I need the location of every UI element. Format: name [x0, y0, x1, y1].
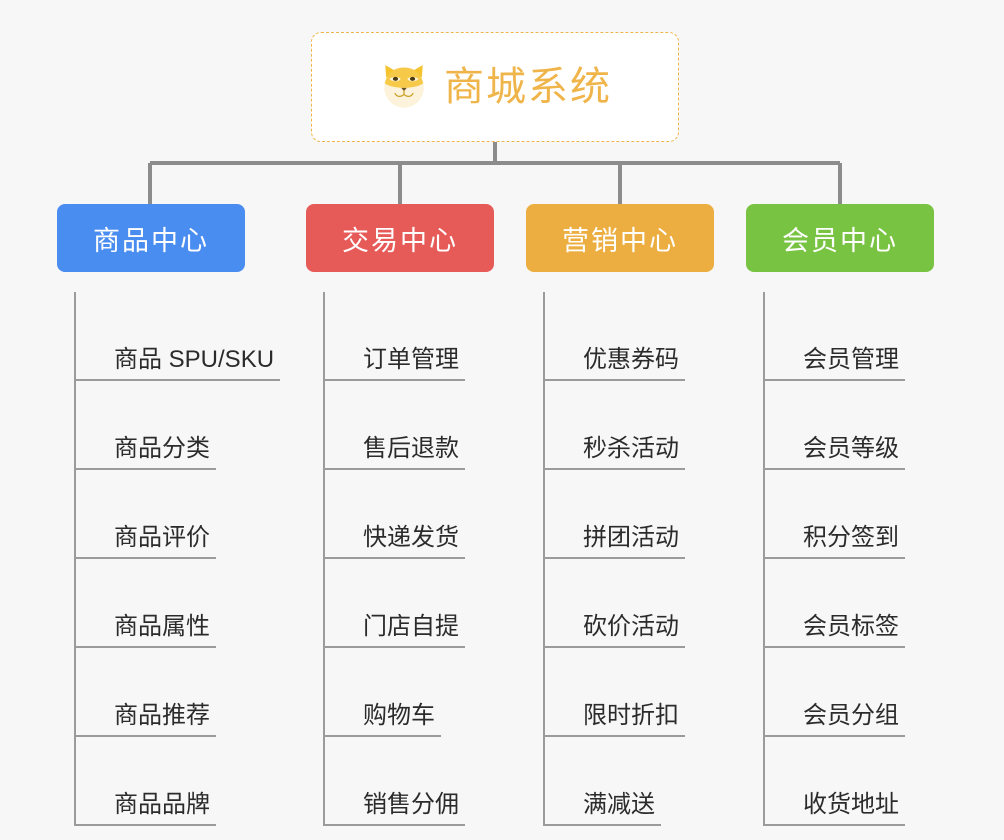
branch-header-0[interactable]: 商品中心: [57, 204, 245, 272]
branch-item-label: 收货地址: [765, 791, 905, 826]
branch-商品中心: 商品中心 商品 SPU/SKU 商品分类 商品评价 商品属性 商品推荐 商品品牌: [57, 204, 281, 826]
branch-item-label: 会员管理: [765, 346, 905, 381]
branch-item-label: 秒杀活动: [545, 435, 685, 470]
branch-item-list-3: 会员管理 会员等级 积分签到 会员标签 会员分组 收货地址: [763, 292, 934, 826]
list-item[interactable]: 购物车: [325, 648, 494, 737]
branch-header-3[interactable]: 会员中心: [746, 204, 934, 272]
list-item[interactable]: 优惠券码: [545, 292, 714, 381]
list-item[interactable]: 商品 SPU/SKU: [76, 292, 281, 381]
list-item[interactable]: 秒杀活动: [545, 381, 714, 470]
list-item[interactable]: 门店自提: [325, 559, 494, 648]
branch-营销中心: 营销中心 优惠券码 秒杀活动 拼团活动 砍价活动 限时折扣 满减送: [526, 204, 714, 826]
list-item[interactable]: 销售分佣: [325, 737, 494, 826]
branch-item-label: 商品 SPU/SKU: [76, 346, 281, 381]
branch-header-1[interactable]: 交易中心: [306, 204, 494, 272]
branch-item-label: 限时折扣: [545, 702, 685, 737]
list-item[interactable]: 商品推荐: [76, 648, 245, 737]
list-item[interactable]: 会员管理: [765, 292, 934, 381]
list-item[interactable]: 商品属性: [76, 559, 245, 648]
list-item[interactable]: 会员标签: [765, 559, 934, 648]
branch-item-label: 积分签到: [765, 524, 905, 559]
branch-header-label: 商品中心: [93, 225, 209, 256]
list-item[interactable]: 售后退款: [325, 381, 494, 470]
list-item[interactable]: 收货地址: [765, 737, 934, 826]
branch-header-label: 会员中心: [782, 225, 898, 256]
list-item[interactable]: 商品品牌: [76, 737, 245, 826]
branch-header-label: 营销中心: [562, 225, 678, 256]
list-item[interactable]: 积分签到: [765, 470, 934, 559]
branch-item-label: 销售分佣: [325, 791, 465, 826]
list-item[interactable]: 砍价活动: [545, 559, 714, 648]
list-item[interactable]: 会员分组: [765, 648, 934, 737]
list-item[interactable]: 订单管理: [325, 292, 494, 381]
branch-item-label: 会员分组: [765, 702, 905, 737]
branch-item-label: 商品分类: [76, 435, 216, 470]
branch-item-label: 售后退款: [325, 435, 465, 470]
branch-item-label: 购物车: [325, 702, 441, 737]
branch-item-label: 砍价活动: [545, 613, 685, 648]
branch-item-list-1: 订单管理 售后退款 快递发货 门店自提 购物车 销售分佣: [323, 292, 494, 826]
branch-item-label: 商品评价: [76, 524, 216, 559]
branch-item-label: 商品品牌: [76, 791, 216, 826]
branch-item-label: 订单管理: [325, 346, 465, 381]
branch-header-label: 交易中心: [342, 225, 458, 256]
list-item[interactable]: 快递发货: [325, 470, 494, 559]
list-item[interactable]: 会员等级: [765, 381, 934, 470]
branch-item-label: 满减送: [545, 791, 661, 826]
list-item[interactable]: 商品分类: [76, 381, 245, 470]
branch-item-label: 商品推荐: [76, 702, 216, 737]
branch-item-label: 拼团活动: [545, 524, 685, 559]
list-item[interactable]: 满减送: [545, 737, 714, 826]
root-title: 商城系统: [444, 65, 612, 109]
branch-header-2[interactable]: 营销中心: [526, 204, 714, 272]
list-item[interactable]: 拼团活动: [545, 470, 714, 559]
root-node[interactable]: 商城系统: [311, 32, 679, 142]
branch-item-list-0: 商品 SPU/SKU 商品分类 商品评价 商品属性 商品推荐 商品品牌: [74, 292, 281, 826]
branch-item-label: 会员等级: [765, 435, 905, 470]
list-item[interactable]: 限时折扣: [545, 648, 714, 737]
shiba-dog-face-icon: [384, 65, 424, 108]
branch-item-label: 优惠券码: [545, 346, 685, 381]
branch-item-label: 快递发货: [325, 524, 465, 559]
branch-item-label: 门店自提: [325, 613, 465, 648]
branch-item-label: 商品属性: [76, 613, 216, 648]
list-item[interactable]: 商品评价: [76, 470, 245, 559]
branch-交易中心: 交易中心 订单管理 售后退款 快递发货 门店自提 购物车 销售分佣: [306, 204, 494, 826]
branch-会员中心: 会员中心 会员管理 会员等级 积分签到 会员标签 会员分组 收货地址: [746, 204, 934, 826]
branch-item-label: 会员标签: [765, 613, 905, 648]
branch-item-list-2: 优惠券码 秒杀活动 拼团活动 砍价活动 限时折扣 满减送: [543, 292, 714, 826]
